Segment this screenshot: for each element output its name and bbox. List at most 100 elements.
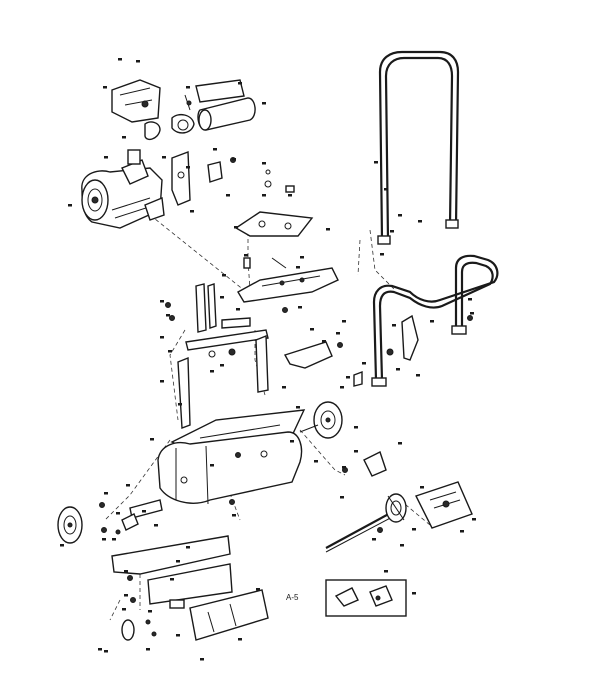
callout-tag (220, 364, 224, 367)
cross-shaft-assembly (177, 283, 269, 429)
callout-tag (104, 650, 108, 653)
callout-tag (298, 306, 302, 309)
baffle-plates (111, 535, 269, 641)
callout-tag (232, 158, 236, 161)
callout-tag (236, 308, 240, 311)
callout-tag (342, 320, 346, 323)
motor (81, 149, 165, 229)
callout-tag (116, 512, 120, 515)
callout-tag (300, 256, 304, 259)
linkage-parts (342, 451, 473, 529)
motor-bracket-assembly (111, 79, 256, 141)
callout-tag (136, 60, 140, 63)
handle-upright (377, 50, 460, 245)
wheel-right (299, 401, 343, 439)
callout-tag (396, 368, 400, 371)
callout-tag (340, 386, 344, 389)
callout-tag (296, 406, 300, 409)
callout-tag (232, 514, 236, 517)
motor-mount-brackets (171, 151, 236, 206)
callout-tag (346, 376, 350, 379)
callout-tag (160, 336, 164, 339)
callout-tag (234, 226, 238, 229)
callout-tag (392, 324, 396, 327)
callout-tag (398, 442, 402, 445)
callout-tag (213, 148, 217, 151)
callout-tag (210, 370, 214, 373)
callout-tag (460, 530, 464, 533)
callout-tag (262, 162, 266, 165)
callout-tag (154, 524, 158, 527)
callout-tag (372, 538, 376, 541)
callout-tag (226, 194, 230, 197)
callout-tag (400, 544, 404, 547)
callout-tag (472, 518, 476, 521)
callout-tag (322, 340, 326, 343)
callout-tag (244, 254, 248, 257)
callout-tag (282, 386, 286, 389)
gear-axle (325, 493, 407, 553)
callout-tag (122, 608, 126, 611)
callout-tag (220, 296, 224, 299)
inset-detail-box (325, 579, 407, 617)
callout-tag (296, 266, 300, 269)
callout-tag (68, 204, 72, 207)
callout-tag (98, 648, 102, 651)
callout-tag (168, 350, 172, 353)
callout-tag (340, 496, 344, 499)
callout-tag (374, 161, 378, 164)
callout-tag (150, 438, 154, 441)
callout-tag (398, 214, 402, 217)
callout-tag (362, 362, 366, 365)
callout-tag (162, 156, 166, 159)
callout-tag (142, 510, 146, 513)
callout-tag (104, 156, 108, 159)
callout-tag (60, 544, 64, 547)
left-axle-hardware (99, 499, 235, 535)
callout-tag (390, 230, 394, 233)
callout-tag (118, 58, 122, 61)
top-plate (234, 211, 314, 237)
callout-tag (186, 86, 190, 89)
section-label: A-5 (286, 593, 299, 602)
lower-left-hardware (121, 575, 157, 641)
callout-tag (314, 460, 318, 463)
callout-tag (326, 228, 330, 231)
callout-tag (380, 253, 384, 256)
callout-tag (310, 328, 314, 331)
callout-tag (166, 314, 170, 317)
callout-tag (416, 374, 420, 377)
callout-tag (186, 166, 190, 169)
callout-tag (160, 380, 164, 383)
callout-tag (262, 102, 266, 105)
callout-tag (112, 538, 116, 541)
callout-tag (122, 136, 126, 139)
callout-tag (354, 450, 358, 453)
callout-tag (470, 312, 474, 315)
callout-tag (430, 320, 434, 323)
callout-tag (468, 298, 472, 301)
callout-tag (354, 426, 358, 429)
callout-tag (124, 570, 128, 573)
callout-tag (103, 86, 107, 89)
callout-tag (176, 634, 180, 637)
callout-tag (412, 592, 416, 595)
callout-tag (420, 486, 424, 489)
wheel-left (57, 506, 83, 544)
mounting-plate (237, 267, 339, 303)
small-hardware (165, 169, 295, 321)
callout-tag (256, 588, 260, 591)
callout-tag (210, 464, 214, 467)
callout-tag (126, 484, 130, 487)
callout-tag (342, 466, 346, 469)
callout-tag (200, 658, 204, 661)
callout-tag (384, 570, 388, 573)
callout-tag (146, 648, 150, 651)
handle-lower-frame (371, 254, 499, 387)
callout-tag (262, 194, 266, 197)
callout-tag (176, 560, 180, 563)
callout-tag (170, 578, 174, 581)
callout-number-group (60, 58, 476, 661)
callout-tag (336, 332, 340, 335)
callout-tag (238, 82, 242, 85)
